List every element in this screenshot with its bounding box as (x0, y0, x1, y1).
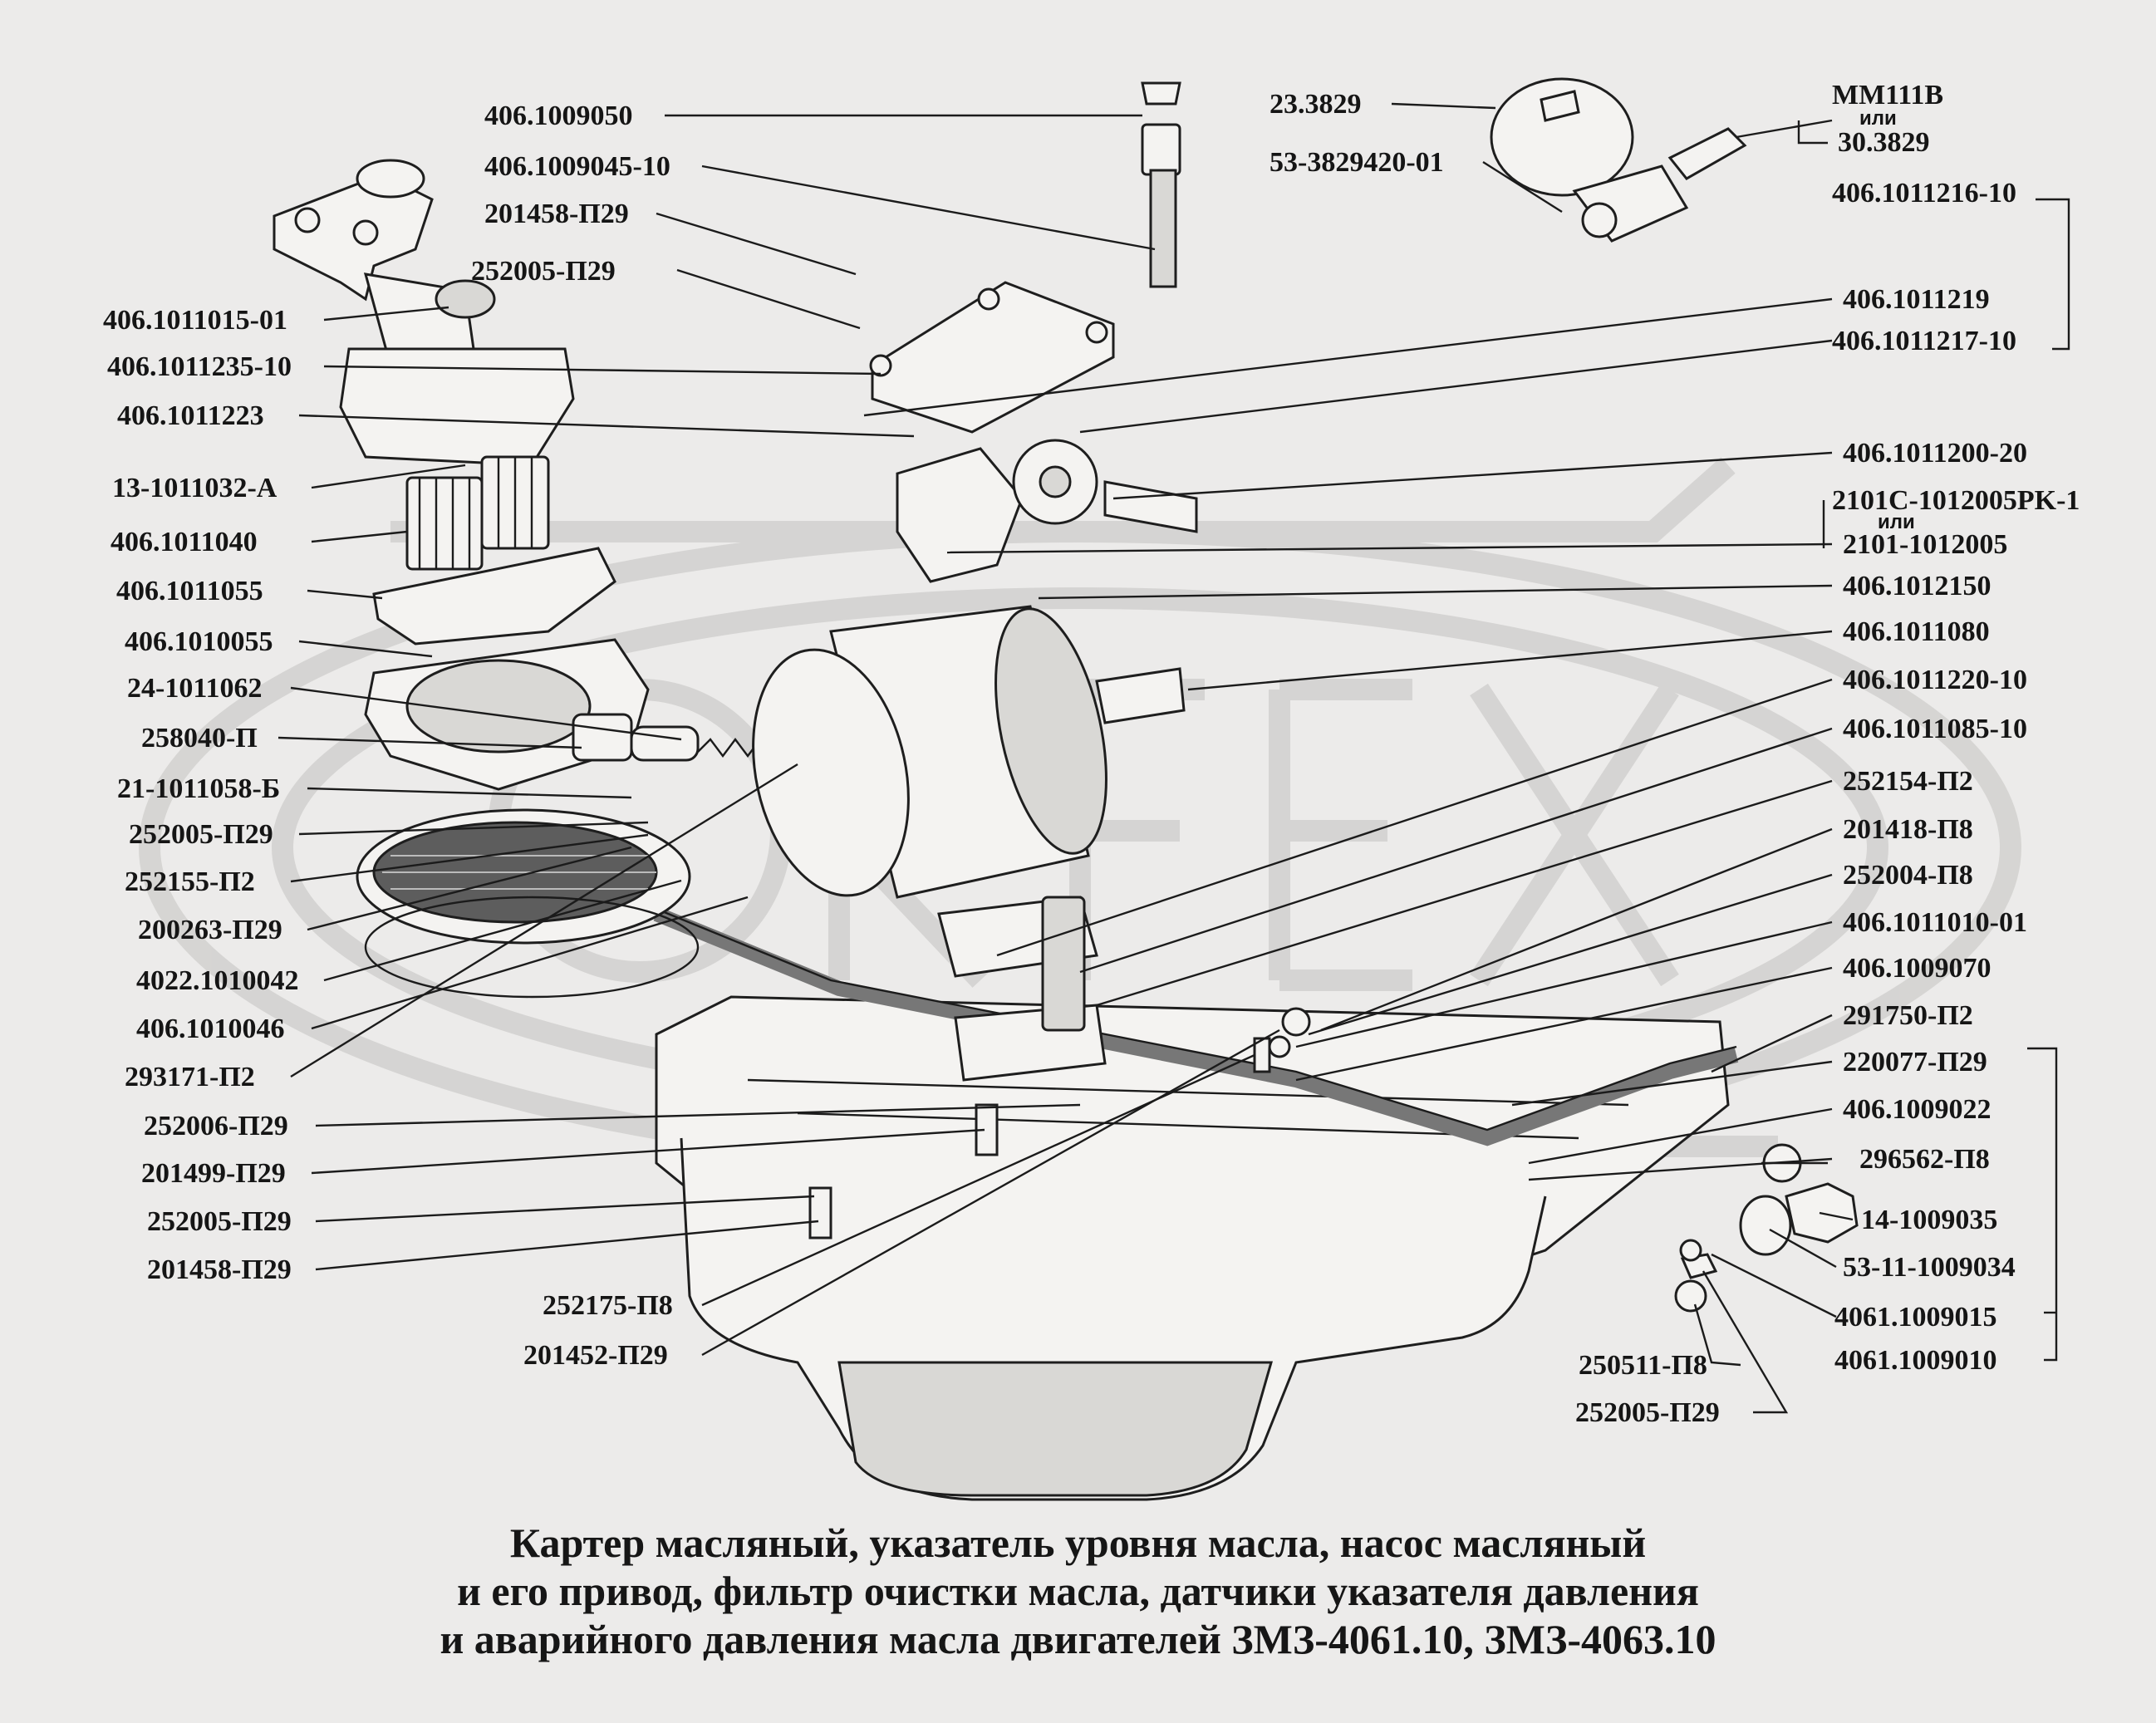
label-left-9: 406.1011040 (111, 527, 258, 557)
label-right-1: MM111B (1832, 80, 1943, 110)
label-left-26: 201452-П29 (523, 1340, 668, 1371)
label-right-11: 406.1012150 (1843, 571, 1991, 601)
pressure-sensors (1490, 77, 1747, 243)
label-left-2: 406.1009045-10 (484, 151, 670, 182)
label-right-17: 252004-П8 (1843, 860, 1973, 891)
leader-lines (277, 102, 2070, 1414)
labels-right: MM111B или 30.3829 406.1011216-10 406.10… (1575, 80, 2080, 1428)
label-right-29: 252005-П29 (1575, 1397, 1720, 1428)
label-right-26: 4061.1009015 (1834, 1302, 1997, 1333)
label-right-25: 53-11-1009034 (1843, 1252, 2016, 1283)
label-right-3: 30.3829 (1838, 127, 1930, 158)
label-right-12: 406.1011080 (1843, 616, 1990, 647)
caption-line-2: и его привод, фильтр очистки масла, датч… (457, 1568, 1699, 1614)
label-left-19: 406.1010046 (136, 1014, 285, 1044)
pan-gasket (647, 904, 1739, 1146)
label-left-3: 201458-П29 (484, 199, 629, 229)
label-left-4: 252005-П29 (471, 256, 616, 287)
filter-bracket (937, 896, 1107, 1082)
label-left-14: 21-1011058-Б (117, 773, 280, 804)
label-right-18: 406.1011010-01 (1843, 907, 2027, 938)
diagram-caption: Картер масляный, указатель уровня масла,… (0, 1519, 2156, 1663)
label-left-8: 13-1011032-А (112, 473, 277, 503)
oil-pan (655, 995, 1730, 1501)
label-left-25: 252175-П8 (543, 1290, 673, 1321)
pump-drive (869, 281, 1198, 583)
label-right-8: 2101C-1012005PK-1 (1832, 485, 2080, 516)
label-left-11: 406.1010055 (125, 626, 273, 657)
label-right-4: 406.1011216-10 (1832, 178, 2016, 209)
label-left-13: 258040-П (141, 723, 258, 754)
drain-plug (1680, 1143, 1859, 1279)
label-right-21: 220077-П29 (1843, 1047, 1987, 1077)
label-right-19: 406.1009070 (1843, 953, 1991, 984)
label-left-6: 406.1011235-10 (107, 351, 292, 382)
label-left-23: 252005-П29 (147, 1206, 292, 1237)
dipstick (1141, 81, 1181, 288)
label-right-22: 406.1009022 (1843, 1094, 1991, 1125)
label-right-27: 4061.1009010 (1834, 1345, 1997, 1376)
oil-strainer (356, 808, 700, 999)
caption-line-1: Картер масляный, указатель уровня масла,… (509, 1519, 1647, 1566)
label-right-14: 406.1011085-10 (1843, 714, 2027, 744)
label-sensor-2: 53-3829420-01 (1270, 147, 1444, 178)
label-right-6: 406.1011217-10 (1832, 326, 2016, 356)
label-left-24: 201458-П29 (147, 1254, 292, 1285)
caption-line-3: и аварийного давления масла двигателей З… (440, 1616, 1716, 1662)
label-left-21: 252006-П29 (144, 1111, 288, 1141)
label-right-5: 406.1011219 (1843, 284, 1990, 315)
label-left-18: 4022.1010042 (136, 965, 299, 996)
label-left-17: 200263-П29 (138, 915, 282, 945)
label-right-28: 250511-П8 (1579, 1350, 1707, 1381)
labels-left: 406.1009050 406.1009045-10 201458-П29 25… (103, 101, 673, 1371)
label-right-20: 291750-П2 (1843, 1000, 1973, 1031)
label-left-1: 406.1009050 (484, 101, 633, 131)
label-left-22: 201499-П29 (141, 1158, 286, 1189)
label-right-13: 406.1011220-10 (1843, 665, 2027, 695)
oil-filter (752, 605, 1186, 899)
label-right-23: 296562-П8 (1859, 1144, 1990, 1175)
oil-pump-gears (405, 455, 550, 571)
labels-sensor: 23.3829 53-3829420-01 (1270, 89, 1444, 178)
pan-fasteners (808, 1007, 1707, 1313)
label-left-7: 406.1011223 (117, 400, 264, 431)
label-left-12: 24-1011062 (127, 673, 262, 704)
label-left-10: 406.1011055 (116, 576, 263, 606)
label-right-15: 252154-П2 (1843, 766, 1973, 797)
oil-pump-housing (273, 159, 575, 467)
label-left-20: 293171-П2 (125, 1062, 255, 1092)
label-right-2: или (1859, 107, 1897, 130)
label-right-24: 14-1009035 (1861, 1205, 1997, 1235)
label-left-16: 252155-П2 (125, 866, 255, 897)
label-right-9: или (1878, 511, 1915, 533)
label-right-7: 406.1011200-20 (1843, 438, 2027, 469)
label-left-15: 252005-П29 (129, 819, 273, 850)
label-left-5: 406.1011015-01 (103, 305, 287, 336)
label-right-10: 2101-1012005 (1843, 529, 2007, 560)
label-sensor-1: 23.3829 (1270, 89, 1362, 120)
label-right-16: 201418-П8 (1843, 814, 1973, 845)
